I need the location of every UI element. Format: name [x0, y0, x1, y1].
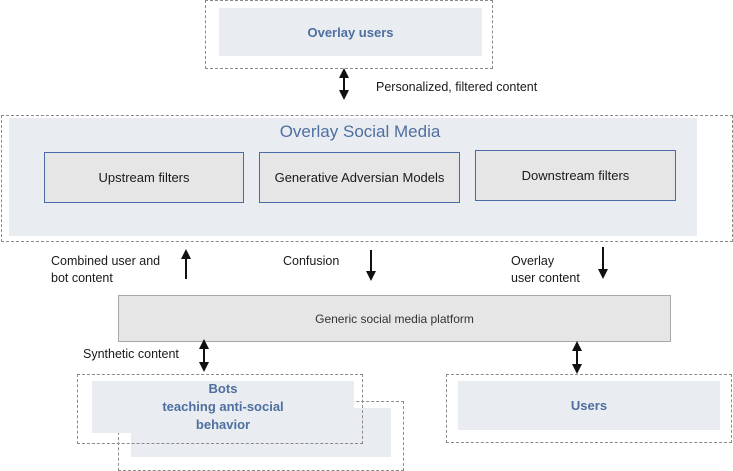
platform-box: Generic social media platform: [118, 295, 671, 342]
generative-models-box: Generative Adversian Models: [259, 152, 460, 203]
bots-box: Bots teaching anti-social behavior: [92, 381, 354, 433]
confusion-label: Confusion: [283, 254, 340, 268]
upstream-filters-label: Upstream filters: [98, 170, 190, 185]
downstream-filters-label: Downstream filters: [521, 168, 630, 183]
overlay-social-media-title: Overlay Social Media: [279, 122, 441, 141]
bots-label-line1: Bots: [208, 381, 238, 396]
overlay-users-box: Overlay users: [219, 8, 482, 56]
combined-content-label-2: bot content: [51, 271, 113, 285]
downstream-filters-box: Downstream filters: [475, 150, 676, 201]
overlay-users-label: Overlay users: [307, 24, 394, 40]
users-container: [446, 374, 732, 443]
generative-models-label: Generative Adversian Models: [274, 170, 445, 185]
bots-label-line2: teaching anti-social: [162, 399, 284, 414]
bots-front-container: [77, 374, 363, 444]
overlay-content-label-2: user content: [511, 271, 580, 285]
upstream-filters-box: Upstream filters: [44, 152, 244, 203]
personalized-content-label: Personalized, filtered content: [376, 80, 538, 94]
users-label: Users: [570, 398, 608, 413]
overlay-content-label-1: Overlay: [511, 254, 555, 268]
users-box: Users: [458, 381, 720, 430]
platform-label: Generic social media platform: [315, 311, 474, 326]
bots-label-line3: behavior: [195, 417, 251, 432]
combined-content-label-1: Combined user and: [51, 254, 161, 268]
synthetic-content-label: Synthetic content: [83, 347, 179, 361]
overlay-users-container: [205, 0, 493, 69]
